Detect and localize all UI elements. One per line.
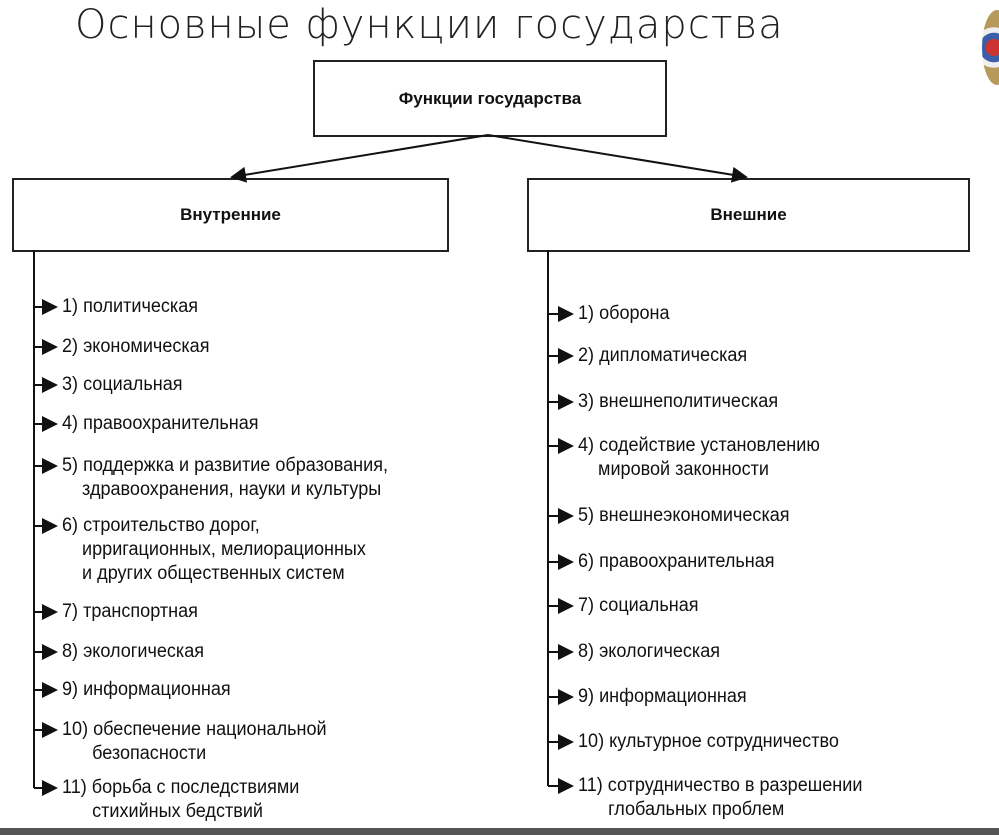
external-function-item: 10) культурное сотрудничество: [578, 731, 839, 752]
external-function-item: 11) сотрудничество в разрешении глобальн…: [578, 775, 863, 820]
internal-function-item: 10) обеспечение национальной безопасност…: [62, 719, 327, 764]
internal-function-item: 11) борьба с последствиями стихийных бед…: [62, 777, 300, 822]
internal-function-item: 8) экологическая: [62, 641, 205, 662]
page-title: Основные функции государства: [75, 2, 784, 48]
internal-function-item: 7) транспортная: [62, 601, 198, 622]
internal-function-item: 4) правоохранительная: [62, 413, 259, 434]
external-function-item: 2) дипломатическая: [578, 345, 748, 366]
external-box: Внешние: [527, 178, 970, 252]
external-function-item: 4) содействие установлению мировой закон…: [578, 435, 820, 480]
arrow-internal: [230, 134, 489, 183]
internal-function-item: 5) поддержка и развитие образования, здр…: [62, 455, 388, 500]
external-function-item: 7) социальная: [578, 595, 699, 616]
internal-function-item: 2) экономическая: [62, 336, 210, 357]
internal-function-item: 3) социальная: [62, 374, 183, 395]
internal-function-item: 1) политическая: [62, 296, 199, 317]
external-function-item: 1) оборона: [578, 303, 670, 324]
external-function-item: 9) информационная: [578, 686, 747, 707]
external-function-item: 8) экологическая: [578, 641, 721, 662]
external-function-item: 5) внешнеэкономическая: [578, 505, 790, 526]
arrow-external: [487, 134, 748, 183]
internal-function-item: 6) строительство дорог, ирригационных, м…: [62, 515, 366, 584]
bottom-bar: [0, 828, 999, 835]
internal-function-item: 9) информационная: [62, 679, 231, 700]
external-function-item: 3) внешнеполитическая: [578, 391, 779, 412]
state-emblem-icon: [982, 10, 999, 85]
external-function-item: 6) правоохранительная: [578, 551, 775, 572]
